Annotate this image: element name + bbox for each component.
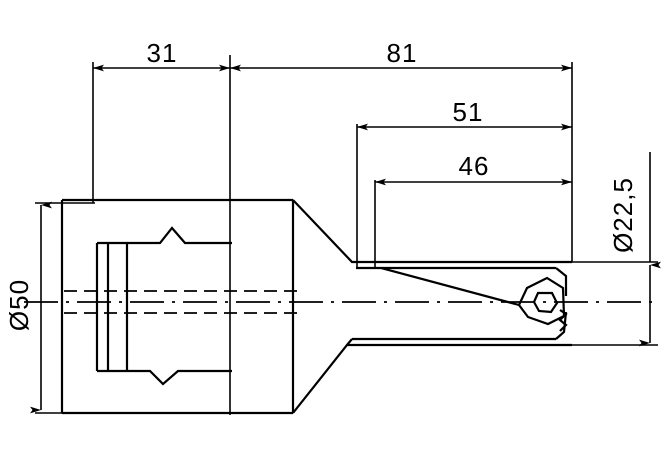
dimension-label-31: 31 — [147, 38, 178, 68]
dimension-dia225: Ø22,5 — [563, 152, 661, 347]
head-right-top-corner — [555, 267, 568, 296]
dimension-label-dia50: Ø50 — [4, 279, 34, 331]
shank-break-lines — [95, 226, 232, 386]
break-line-lower — [97, 369, 232, 386]
dimension-51: 51 — [357, 97, 572, 131]
upper-taper-profile — [292, 199, 572, 264]
dimension-label-81: 81 — [387, 38, 418, 68]
dimension-label-dia225: Ø22,5 — [608, 177, 638, 253]
insert-seat — [517, 276, 566, 326]
rhombic-insert-outline — [517, 276, 566, 326]
dimension-label-46: 46 — [459, 151, 490, 181]
extension-lines — [92, 55, 573, 415]
head-inner-profile — [346, 266, 568, 346]
tool-body-outline — [60, 198, 572, 415]
head-right-bottom-corner — [555, 311, 568, 340]
lower-step-corner — [346, 338, 353, 346]
dimension-label-51: 51 — [453, 97, 484, 127]
dimension-dia50: Ø50 — [4, 201, 95, 414]
break-line-upper — [97, 226, 232, 245]
dimension-31: 31 — [93, 38, 230, 72]
upper-relief-slope — [356, 266, 520, 307]
dimension-81: 81 — [230, 38, 572, 72]
dimension-46: 46 — [375, 151, 572, 186]
lower-taper-profile — [292, 343, 572, 414]
